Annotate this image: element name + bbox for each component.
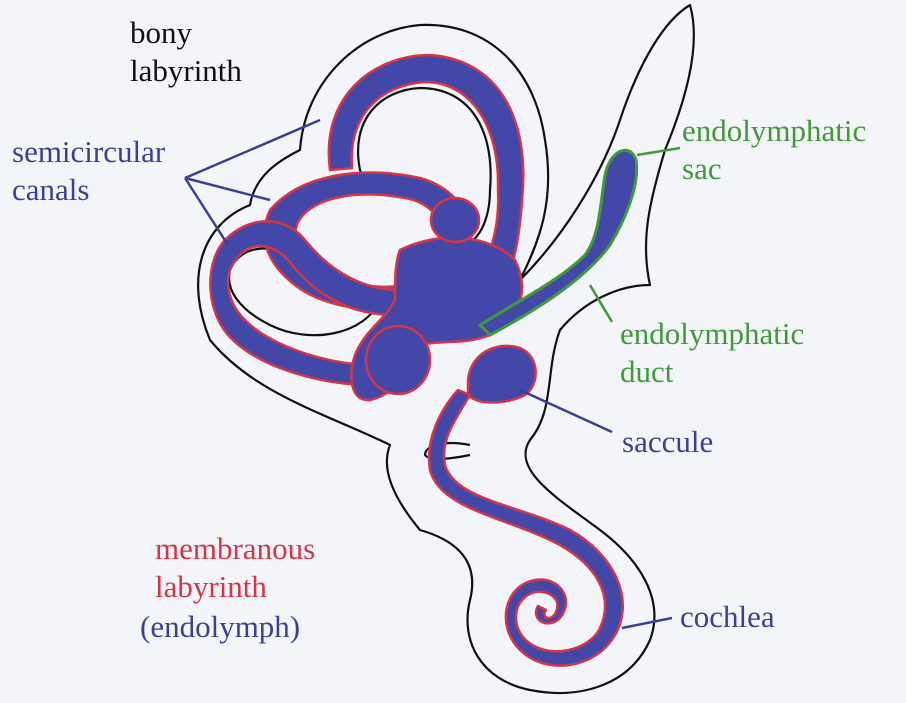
bony-labyrinth-label-line1: bony [130, 14, 242, 52]
endolymphatic-sac-label-line1: endolymphatic [682, 112, 866, 150]
endolymphatic-duct-label: endolymphatic duct [620, 315, 804, 391]
endolymphatic-duct-label-line2: duct [620, 353, 804, 391]
bony-labyrinth-label: bony labyrinth [130, 14, 242, 90]
membranous-labyrinth-label-line2: labyrinth [155, 568, 315, 606]
endolymphatic-sac-label: endolymphatic sac [682, 112, 866, 188]
endolymphatic-duct-label-line1: endolymphatic [620, 315, 804, 353]
bony-labyrinth-label-line2: labyrinth [130, 52, 242, 90]
cochlea-label: cochlea [680, 598, 775, 636]
membranous-labyrinth-label: membranous labyrinth [155, 530, 315, 606]
saccule-label: saccule [622, 423, 713, 461]
semicircular-canals-label-line2: canals [12, 171, 165, 209]
endolymph-label: (endolymph) [140, 608, 300, 646]
membranous-labyrinth-label-line1: membranous [155, 530, 315, 568]
semicircular-canals-label: semicircular canals [12, 133, 165, 209]
endolymphatic-sac-label-line2: sac [682, 150, 866, 188]
semicircular-canals-label-line1: semicircular [12, 133, 165, 171]
